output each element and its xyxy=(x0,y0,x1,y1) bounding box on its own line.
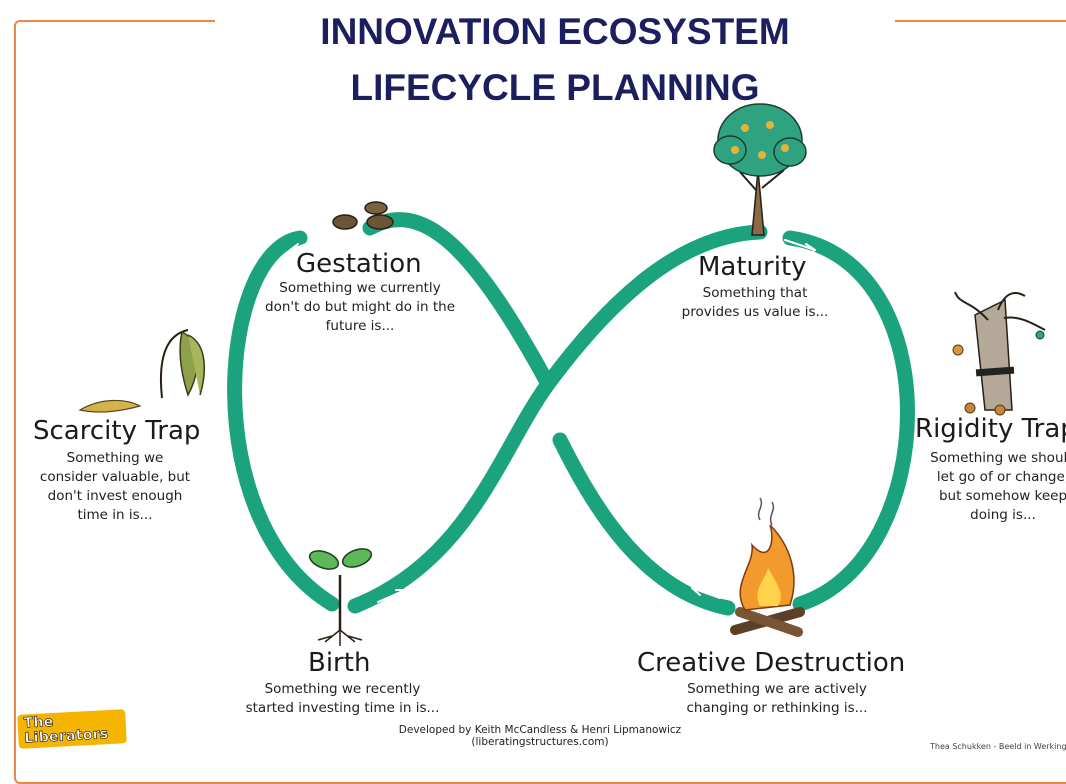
seeds-icon xyxy=(332,201,394,230)
desc-line: Something we xyxy=(66,450,164,466)
desc-line: doing is... xyxy=(970,507,1036,523)
stage-title-creative-destruction: Creative Destruction xyxy=(637,648,906,678)
loop-right-bottom xyxy=(552,432,736,616)
stage-title-birth: Birth xyxy=(308,648,371,678)
desc-line: started investing time in is... xyxy=(245,700,440,716)
stage-desc-rigidity-trap: Something we should let go of or change,… xyxy=(918,449,1066,525)
desc-line: future is... xyxy=(325,318,395,334)
desc-line: Something we are actively xyxy=(687,681,867,697)
title-backdrop xyxy=(215,0,895,110)
stage-title-rigidity-trap: Rigidity Trap xyxy=(915,414,1066,444)
credit-line-1: Developed by Keith McCandless & Henri Li… xyxy=(398,724,682,736)
desc-line: time in is... xyxy=(77,507,153,523)
stage-desc-scarcity-trap: Something we consider valuable, but don'… xyxy=(30,449,200,525)
title-line-1: INNOVATION ECOSYSTEM xyxy=(320,11,790,52)
desc-line: Something we recently xyxy=(264,681,421,697)
loop-left-lower xyxy=(347,376,556,614)
stage-desc-gestation: Something we currently don't do but migh… xyxy=(255,279,465,336)
lifecycle-diagram xyxy=(78,103,1046,646)
illustrator-credit: Thea Schukken - Beeld in Werking xyxy=(930,742,1066,751)
credit-line-2: (liberatingstructures.com) xyxy=(471,736,609,748)
desc-line: but somehow keep xyxy=(938,488,1066,504)
sprout-icon xyxy=(308,548,373,646)
loop-right-upper xyxy=(540,224,768,392)
arrow-gestation xyxy=(289,237,323,255)
arrow-maturity xyxy=(784,239,816,256)
desc-line: let go of or change, xyxy=(936,469,1066,485)
campfire-icon xyxy=(730,497,805,637)
stage-title-scarcity-trap: Scarcity Trap xyxy=(33,416,201,446)
page-title: INNOVATION ECOSYSTEM LIFECYCLE PLANNING xyxy=(215,4,895,116)
desc-line: Something we should xyxy=(930,450,1066,466)
arrow-destruction xyxy=(691,582,721,599)
liberators-logo: The Liberators xyxy=(17,709,127,749)
arrow-birth xyxy=(377,589,406,603)
wilted-plant-icon xyxy=(78,329,206,413)
infinity-loop xyxy=(227,212,915,616)
desc-line: Something we currently xyxy=(279,280,441,296)
bound-tree-icon xyxy=(952,291,1046,416)
stage-desc-maturity: Something that provides us value is... xyxy=(670,284,840,322)
flow-arrows xyxy=(289,237,816,603)
stage-desc-birth: Something we recently started investing … xyxy=(240,680,445,718)
apple-tree-icon xyxy=(713,103,807,236)
desc-line: provides us value is... xyxy=(681,304,829,320)
desc-line: Something that xyxy=(702,285,808,301)
stage-desc-creative-destruction: Something we are actively changing or re… xyxy=(672,680,882,718)
credit-text: Developed by Keith McCandless & Henri Li… xyxy=(360,724,720,748)
desc-line: changing or rethinking is... xyxy=(686,700,868,716)
desc-line: don't invest enough xyxy=(47,488,183,504)
logo-line-2: Liberators xyxy=(24,726,109,747)
desc-line: consider valuable, but xyxy=(39,469,191,485)
loop-right-lower xyxy=(782,230,915,612)
stage-title-maturity: Maturity xyxy=(698,252,807,282)
desc-line: don't do but might do in the xyxy=(265,299,455,315)
title-line-2: LIFECYCLE PLANNING xyxy=(350,67,760,108)
stage-title-gestation: Gestation xyxy=(296,249,422,279)
